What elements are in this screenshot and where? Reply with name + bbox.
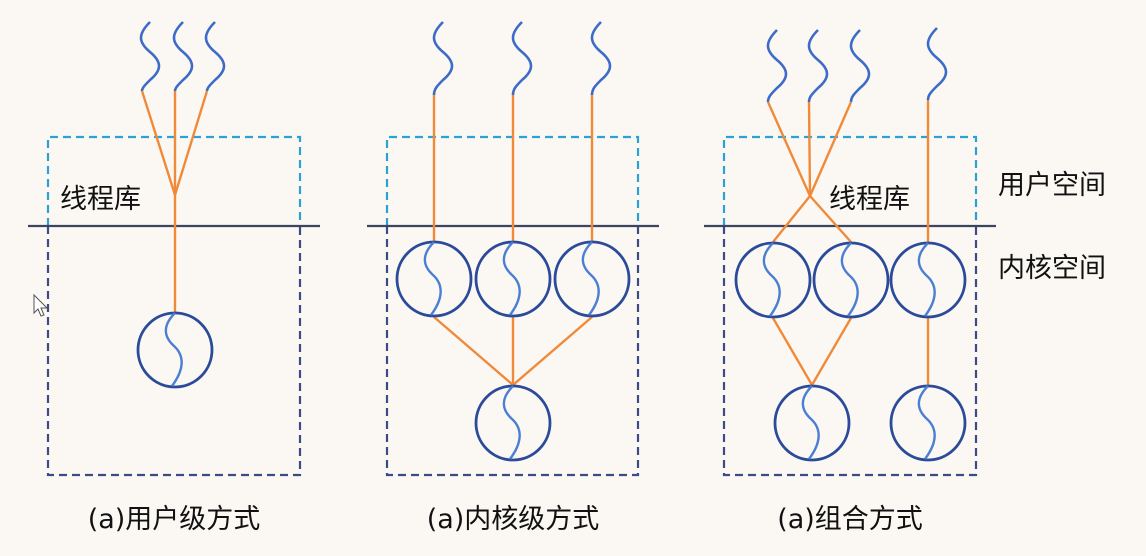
thread-library-label: 线程库	[829, 184, 910, 215]
panel-kernel-level: (a)内核级方式	[367, 21, 659, 535]
user-thread-icon	[432, 21, 454, 96]
caption-kernel-level: (a)内核级方式	[427, 504, 600, 535]
user-thread-icon	[139, 21, 161, 92]
user-thread-icon	[766, 29, 788, 103]
thread-link	[772, 195, 811, 243]
panel-combined: 线程库 (a)组合方式	[704, 27, 996, 535]
user-thread-icon	[590, 21, 612, 96]
thread-link	[512, 316, 593, 386]
thread-link	[807, 101, 812, 197]
mouse-cursor-icon	[33, 293, 49, 317]
kernel-thread-icon	[395, 240, 473, 318]
thread-link	[808, 101, 853, 197]
thread-link	[771, 317, 814, 386]
panel-user-level: 线程库 (a)用户级方式	[28, 21, 320, 535]
kernel-thread-icon	[889, 384, 967, 462]
thread-link	[140, 90, 177, 196]
thread-link	[173, 90, 209, 196]
kernel-thread-icon	[773, 384, 851, 462]
caption-combined: (a)组合方式	[777, 504, 923, 535]
caption-user-level: (a)用户级方式	[88, 504, 261, 535]
kernel-thread-icon	[474, 240, 552, 318]
kernel-thread-icon	[553, 240, 631, 318]
user-thread-icon	[849, 29, 871, 103]
user-thread-icon	[926, 27, 948, 101]
kernel-thread-icon	[474, 384, 552, 462]
kernel-thread-icon	[136, 311, 214, 389]
user-thread-icon	[511, 21, 533, 96]
kernel-space-box	[722, 226, 978, 477]
kernel-space-box	[385, 226, 640, 477]
kernel-thread-icon	[889, 241, 967, 319]
user-thread-icon	[807, 29, 829, 103]
user-thread-icon	[204, 21, 226, 92]
kernel-space-label: 内核空间	[998, 253, 1106, 284]
thread-link	[809, 195, 852, 243]
user-thread-icon	[172, 21, 194, 92]
user-space-box	[722, 135, 978, 226]
kernel-thread-icon	[812, 241, 890, 319]
kernel-thread-icon	[734, 241, 812, 319]
thread-library-label: 线程库	[60, 184, 141, 215]
kernel-space-box	[46, 226, 302, 477]
thread-link	[810, 317, 853, 386]
thread-link	[766, 101, 812, 197]
user-space-label: 用户空间	[998, 170, 1106, 201]
thread-link	[433, 316, 514, 386]
